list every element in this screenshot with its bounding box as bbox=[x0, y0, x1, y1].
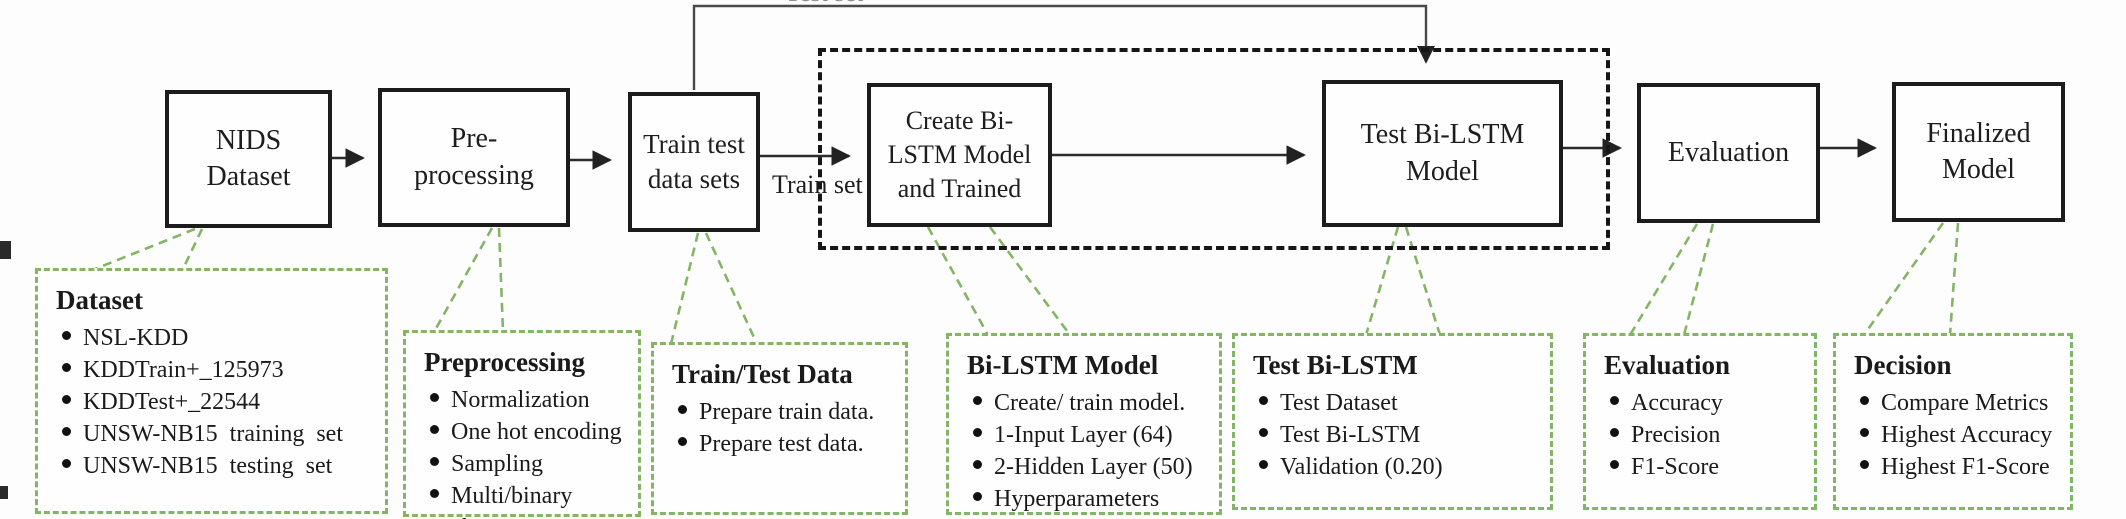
bullet-icon bbox=[973, 428, 982, 438]
flow-box-test-bilstm-model: Test Bi-LSTM Model bbox=[1322, 80, 1563, 227]
callout-title: Test Bi-LSTM bbox=[1253, 350, 1418, 380]
tail-evaluation-b bbox=[1682, 223, 1715, 336]
bullet-icon bbox=[1860, 460, 1869, 470]
list-item: NSL-KDD bbox=[56, 322, 371, 354]
list-item: Precision bbox=[1604, 419, 1800, 451]
flow-box-create-bilstm-model: Create Bi- LSTM Model and Trained bbox=[867, 83, 1052, 227]
list-item: Test Bi-LSTM bbox=[1253, 419, 1536, 451]
tail-evaluation-a bbox=[1628, 223, 1699, 336]
tail-traintest-a bbox=[669, 232, 700, 345]
list-item: Create/ train model. bbox=[967, 387, 1205, 419]
flow-box-label: NIDS Dataset bbox=[206, 124, 291, 192]
list-item: F1-Score bbox=[1604, 451, 1800, 483]
bullet-icon bbox=[973, 492, 982, 502]
callout-preprocessing: Preprocessing Normalization One hot enco… bbox=[403, 330, 641, 519]
list-item: Test Dataset bbox=[1253, 387, 1536, 419]
bullet-icon bbox=[1610, 460, 1619, 470]
flow-box-label: Evaluation bbox=[1667, 136, 1790, 168]
tail-dataset-b bbox=[181, 228, 204, 270]
bullet-icon bbox=[678, 437, 687, 447]
callout-train-test-data: Train/Test Data Prepare train data. Prep… bbox=[651, 342, 908, 515]
list-item: Prepare test data. bbox=[672, 428, 891, 460]
bullet-icon bbox=[1259, 460, 1268, 470]
flow-box-finalized-model: Finalized Model bbox=[1892, 82, 2065, 222]
flow-box-label: Create Bi- LSTM Model and Trained bbox=[887, 106, 1032, 203]
list-item: Highest F1-Score bbox=[1854, 451, 2056, 483]
bullet-icon bbox=[62, 363, 71, 373]
flow-box-label: Train test data sets bbox=[643, 128, 745, 194]
callout-title: Bi-LSTM Model bbox=[967, 350, 1159, 380]
list-item: 1-Input Layer (64) bbox=[967, 419, 1205, 451]
callout-bilstm-model: Bi-LSTM Model Create/ train model. 1-Inp… bbox=[946, 333, 1222, 519]
list-item: KDDTrain+_125973 bbox=[56, 354, 371, 386]
edge-label-test-set: Test set bbox=[785, 0, 863, 8]
flow-box-label: Pre- processing bbox=[414, 123, 534, 191]
list-item: Normalization bbox=[424, 384, 624, 416]
callout-decision: Decision Compare Metrics Highest Accurac… bbox=[1833, 333, 2073, 510]
edge-artifact bbox=[0, 241, 11, 259]
callout-title: Decision bbox=[1854, 350, 1952, 380]
list-item: Hyperparameters Tuning bbox=[967, 483, 1205, 519]
bullet-icon bbox=[62, 395, 71, 405]
bullet-icon bbox=[1610, 428, 1619, 438]
model-stage-group-box bbox=[818, 48, 1610, 250]
bullet-icon bbox=[1860, 428, 1869, 438]
bullet-icon bbox=[62, 331, 71, 341]
list-item: Validation (0.20) bbox=[1253, 451, 1536, 483]
bullet-icon bbox=[1259, 428, 1268, 438]
bullet-icon bbox=[973, 396, 982, 406]
bullet-icon bbox=[1259, 396, 1268, 406]
bullet-icon bbox=[973, 460, 982, 470]
list-item: Highest Accuracy bbox=[1854, 419, 2056, 451]
flow-box-train-test-data-sets: Train test data sets bbox=[628, 92, 760, 232]
tail-preprocessing-a bbox=[432, 227, 494, 333]
tail-dataset-a bbox=[94, 227, 196, 271]
list-item: Prepare train data. bbox=[672, 396, 891, 428]
bullet-icon bbox=[62, 459, 71, 469]
flow-box-preprocessing: Pre- processing bbox=[378, 88, 570, 227]
bullet-icon bbox=[430, 489, 439, 499]
list-item: UNSW-NB15 testing set bbox=[56, 450, 371, 482]
list-item: UNSW-NB15 training set bbox=[56, 418, 371, 450]
bullet-icon bbox=[430, 393, 439, 403]
bullet-icon bbox=[678, 405, 687, 415]
callout-title: Dataset bbox=[56, 285, 143, 315]
list-item: One hot encoding bbox=[424, 416, 624, 448]
tail-decision-a bbox=[1862, 222, 1945, 336]
flow-box-evaluation: Evaluation bbox=[1637, 83, 1820, 223]
callout-dataset: Dataset NSL-KDD KDDTrain+_125973 KDDTest… bbox=[35, 268, 388, 514]
callout-title: Preprocessing bbox=[424, 347, 585, 377]
tail-preprocessing-b bbox=[497, 227, 505, 333]
bullet-icon bbox=[1610, 396, 1619, 406]
edge-artifact bbox=[0, 486, 8, 499]
tail-decision-b bbox=[1948, 222, 1960, 336]
list-item: 2-Hidden Layer (50) bbox=[967, 451, 1205, 483]
bullet-icon bbox=[62, 427, 71, 437]
edge-label-train-set: Train set bbox=[772, 170, 863, 199]
list-item: Sampling bbox=[424, 448, 624, 480]
bullet-icon bbox=[430, 425, 439, 435]
list-item: Multi/binary class bbox=[424, 480, 624, 519]
list-item: Compare Metrics bbox=[1854, 387, 2056, 419]
callout-evaluation: Evaluation Accuracy Precision F1-Score bbox=[1583, 333, 1817, 510]
callout-title: Train/Test Data bbox=[672, 359, 853, 389]
bullet-icon bbox=[430, 457, 439, 467]
flow-box-label: Test Bi-LSTM Model bbox=[1360, 119, 1525, 187]
flow-box-label: Finalized Model bbox=[1926, 117, 2031, 185]
list-item: Accuracy bbox=[1604, 387, 1800, 419]
flow-box-nids-dataset: NIDS Dataset bbox=[165, 90, 332, 228]
callout-title: Evaluation bbox=[1604, 350, 1731, 380]
tail-traintest-b bbox=[704, 232, 759, 345]
callout-test-bilstm: Test Bi-LSTM Test Dataset Test Bi-LSTM V… bbox=[1232, 333, 1553, 510]
bullet-icon bbox=[1860, 396, 1869, 406]
list-item: KDDTest+_22544 bbox=[56, 386, 371, 418]
